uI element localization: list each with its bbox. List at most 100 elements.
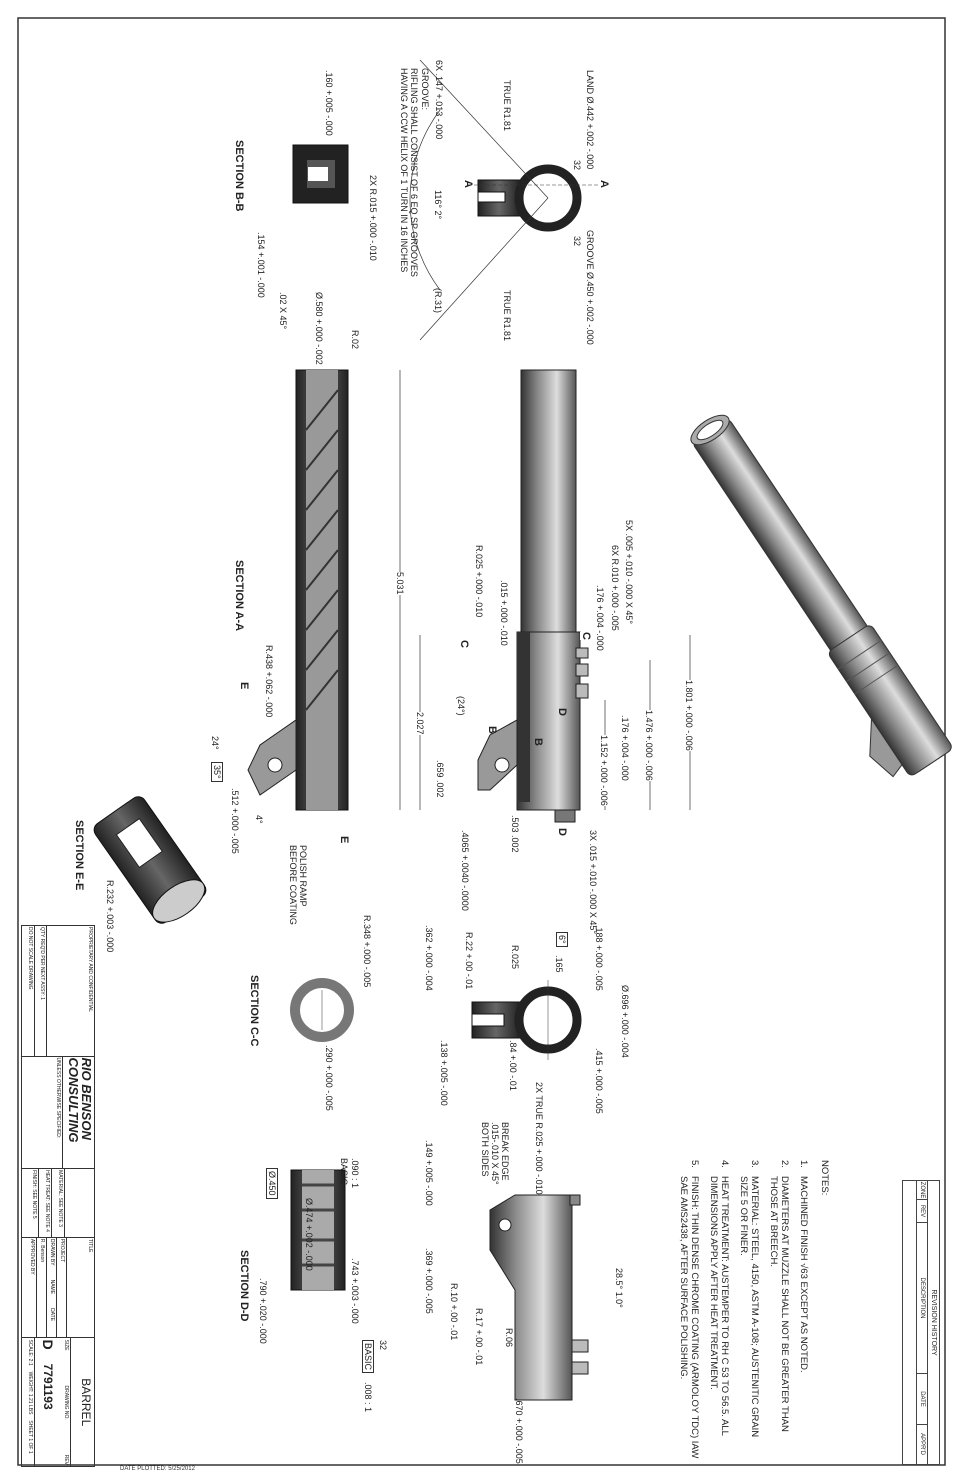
break-edge-note-1: BREAK EDGE <box>500 1122 510 1181</box>
note-item: 5. FINISH: THIN DENSE CHROME COATING (ARM… <box>678 1160 700 1460</box>
note-item: 1. MACHINED FINISH √63 EXCEPT AS NOTED. <box>798 1160 809 1460</box>
dim-groove-width: 6X .147 +.013 -.000 <box>434 60 444 140</box>
date-plotted: DATE PLOTTED: 5/25/2012 <box>120 1466 195 1472</box>
break-edge-note-3: BOTH SIDES <box>480 1122 490 1177</box>
dim-dd-743: .743 +.003 -.000 <box>350 1258 360 1324</box>
dim-dd-790: .790 +.020 -.000 <box>258 1278 268 1344</box>
dim-6x-radius: 6X R.010 +.000 -.005 <box>610 545 620 631</box>
dim-149: .149 +.005 -.000 <box>424 1140 434 1206</box>
note-item: 4.HEAT TREATMENT: AUSTEMPER TO RH C 53 T… <box>708 1160 730 1460</box>
dim-176a: .176 +.004 -.000 <box>595 585 605 651</box>
note-item: 2.DIAMETERS AT MUZZLE SHALL NOT BE GREAT… <box>768 1160 790 1460</box>
cut-letter-a: A <box>598 180 610 188</box>
material-ref: MATERIAL: SEE NOTE 3 <box>51 1169 64 1237</box>
breech-side-view <box>489 1194 589 1401</box>
note-text: MACHINED FINISH √63 EXCEPT AS NOTED. <box>798 1176 809 1373</box>
section-b-b-label: SECTION B-B <box>233 140 245 212</box>
dim-bb-r015: 2X R.015 +.000 -.010 <box>368 175 378 261</box>
dim-bb-160: .160 +.005 -.000 <box>324 70 334 136</box>
dim-aa-24: 24° <box>210 736 220 750</box>
dim-1476: 1.476 +.000 -.006 <box>644 710 654 781</box>
barrel-3d-view <box>690 414 952 778</box>
scale: SCALE: 2:1 <box>27 1339 33 1366</box>
dim-angle-24: (24°) <box>456 696 466 716</box>
company-name-line-2: CONSULTING <box>66 1057 81 1143</box>
dim-cc-290: .290 +.000 -.005 <box>324 1045 334 1111</box>
col-date: DATE <box>917 1374 927 1425</box>
size-label: SIZE <box>63 1339 69 1351</box>
title-block: PROPRIETARY AND CONFIDENTIAL QTY REQ'D P… <box>21 925 95 1467</box>
note-text: MATERIAL: STEEL, 4150, ASTM A-108; AUSTE… <box>738 1176 760 1438</box>
dim-1152: 1.152 +.000 -.006 <box>599 735 609 806</box>
dim-2027: 2.027 <box>415 712 425 735</box>
section-e-e-label: SECTION E-E <box>73 820 85 891</box>
dim-r17: R.17 +.00 -.01 <box>474 1308 484 1366</box>
note-number: 5. <box>689 1160 700 1168</box>
dim-cc-r348: R.348 +.000 -.005 <box>362 915 372 988</box>
dim-dd-basic-2: BASIC <box>362 1340 374 1374</box>
drawing-title: BARREL <box>70 1338 94 1466</box>
dim-4065: .4065 +.0040 -.0000 <box>460 830 470 911</box>
dim-land-diameter: LAND Ø.442 +.002 -.000 <box>585 70 595 170</box>
project-label: PROJECT <box>56 1237 66 1338</box>
company-logo: RIO BENSON CONSULTING <box>62 1056 94 1169</box>
section-d-d-label: SECTION D-D <box>238 1250 250 1322</box>
finish-symbol-32: 32 <box>378 1340 388 1351</box>
polish-ramp-note-2: BEFORE COATING <box>288 845 298 925</box>
col-description: DESCRIPTION <box>917 1223 927 1374</box>
section-a-a-view <box>247 369 349 811</box>
polish-ramp-note-1: POLISH RAMP <box>298 845 308 907</box>
dim-r22: R.22 +.00 -.01 <box>464 932 474 990</box>
name-label: NAME <box>49 1279 55 1295</box>
dim-2x-true-r025: 2X TRUE R.025 +.000 -.010 <box>534 1082 544 1195</box>
dim-165: .165 <box>554 955 564 973</box>
note-text: FINISH: THIN DENSE CHROME COATING (ARMOL… <box>678 1176 700 1459</box>
dim-r025-breech: R.025 <box>510 945 520 970</box>
dim-362: .362 +.000 -.004 <box>424 925 434 991</box>
dim-dd-090: .090 : 1 <box>350 1158 360 1189</box>
rifling-note-2: HAVING A CCW HELIX OF 1 TURN IN 16 INCHE… <box>399 68 409 273</box>
cut-letter-d: D <box>556 828 568 836</box>
dim-659: .659 .002 <box>435 760 445 798</box>
cut-letter-c: C <box>580 632 592 640</box>
muzzle-end-view <box>409 59 598 341</box>
col-approved: APPR'D <box>919 1433 925 1455</box>
dim-aa-r438: R.438 +.062 -.000 <box>264 645 274 718</box>
note-text: HEAT TREATMENT: AUSTEMPER TO RH C 53 TO … <box>708 1176 730 1436</box>
dim-true-r181: TRUE R1.81 <box>502 290 512 342</box>
sheet-size: D <box>40 1339 56 1350</box>
dim-angle-285: 28.5° 1.0° <box>614 1268 624 1308</box>
dim-true-r181: TRUE R1.81 <box>502 80 512 132</box>
drawn-by-name: R. Benson <box>36 1237 46 1338</box>
do-not-scale: DO NOT SCALE DRAWING <box>27 927 33 990</box>
note-number: 1. <box>798 1160 809 1168</box>
drawn-by-label: DRAWN BY <box>49 1238 55 1266</box>
drawing-no-label: DRAWING NO. <box>63 1385 69 1420</box>
dim-503: .503 .002 <box>510 815 520 853</box>
cut-letter-e: E <box>338 836 350 844</box>
section-a-a-label: SECTION A-A <box>233 560 245 632</box>
dim-r06: R.06 <box>504 1328 514 1348</box>
heat-treat-ref: HEAT TREAT: SEE NOTE 4 <box>38 1169 51 1237</box>
dim-dd-450: Ø.450 <box>266 1168 278 1199</box>
dim-groove-diameter: GROOVE Ø.450 +.002 -.000 <box>585 230 595 345</box>
dim-dd-474: Ø.474 +.002 -.000 <box>304 1198 314 1271</box>
cut-letter-b: B <box>486 726 498 734</box>
company-name-line-1: RIO BENSON <box>79 1057 94 1140</box>
dim-369: .369 +.000 -.005 <box>424 1248 434 1314</box>
dim-angle-116: 116° 2° <box>433 190 443 220</box>
dim-r025: R.025 +.000 -.010 <box>474 545 484 618</box>
cut-letter-b: B <box>532 738 544 746</box>
sheet-number: SHEET 1 OF 1 <box>27 1420 33 1454</box>
dim-dd-basic: BASIC <box>339 1158 349 1186</box>
section-c-c-view <box>290 978 354 1042</box>
dim-3x-chamfer: 3X .015 +.010 -.000 X 45° <box>588 830 598 934</box>
cut-letter-d: D <box>556 708 568 716</box>
dim-84: .84 +.00 -.01 <box>508 1040 518 1091</box>
cut-letter-a: A <box>462 180 474 188</box>
dim-angle-6: 6° <box>556 932 568 947</box>
drawing-number: 7791193 <box>41 1363 55 1410</box>
break-edge-note-2: .015-.010 X 45° <box>490 1122 500 1185</box>
dim-696: Ø.696 +.000 -.004 <box>620 985 630 1058</box>
